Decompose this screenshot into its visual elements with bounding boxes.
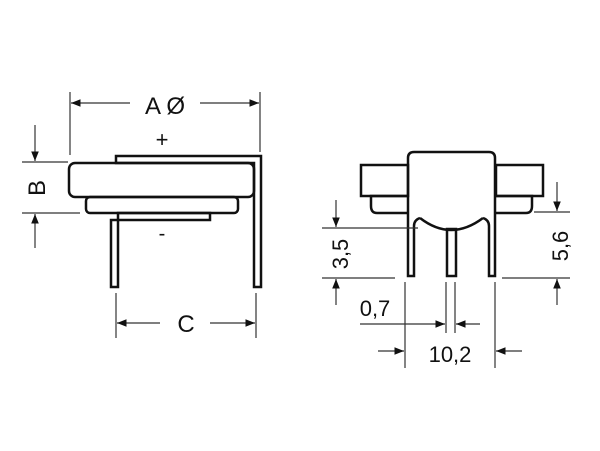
dimension-b	[22, 125, 80, 248]
front-view	[359, 150, 545, 278]
positive-tab	[114, 154, 263, 289]
right-wing	[494, 163, 545, 198]
dimension-a-label: A Ø	[145, 93, 185, 120]
holder-plate	[84, 195, 240, 215]
right-lower-wing	[496, 194, 534, 215]
positive-label: +	[156, 127, 169, 152]
dimension-3-5-label: 3,5	[328, 239, 353, 270]
right-pin	[482, 213, 497, 278]
dimension-c	[115, 293, 257, 338]
center-body	[406, 150, 497, 213]
dimension-c-label: C	[177, 311, 194, 338]
dimension-0-7	[360, 282, 496, 368]
left-lower-wing	[369, 194, 408, 215]
left-wing	[359, 163, 410, 198]
negative-tab	[109, 211, 212, 289]
side-view	[67, 154, 263, 289]
dimension-5-6	[502, 182, 570, 305]
dimension-5-6-label: 5,6	[548, 231, 573, 262]
negative-label: -	[159, 223, 166, 245]
dimension-3-5	[322, 200, 418, 305]
dimension-10-2-label: 10,2	[429, 342, 472, 367]
dimension-a	[69, 92, 261, 155]
dimension-b-label: B	[24, 180, 51, 196]
dimension-0-7-label: 0,7	[360, 296, 391, 321]
battery-body	[67, 161, 256, 199]
left-pin	[406, 213, 421, 278]
center-pin	[445, 227, 458, 278]
